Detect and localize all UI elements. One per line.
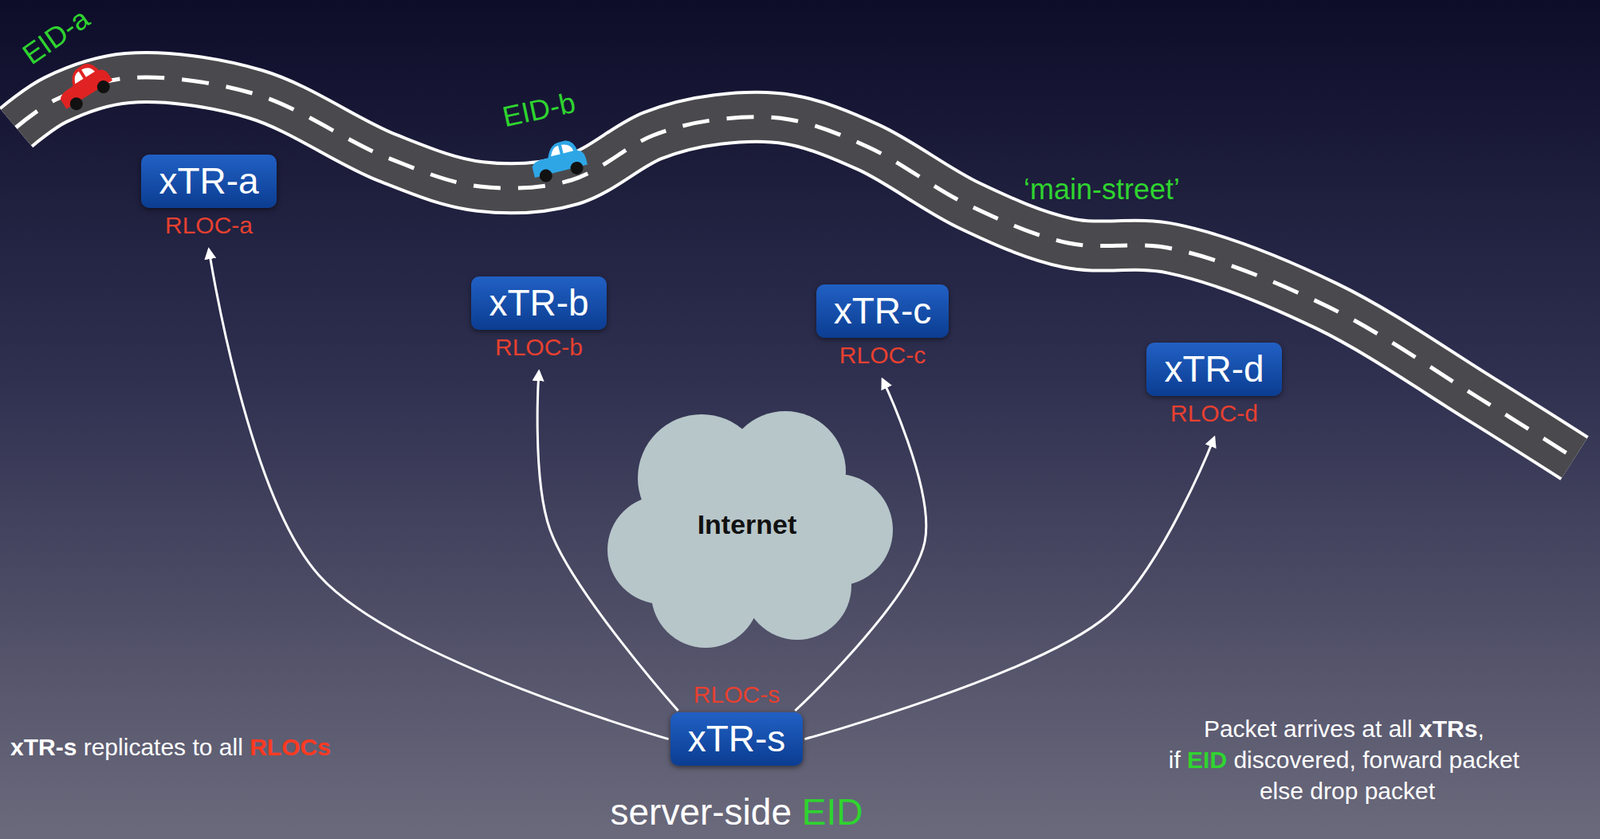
text-run: RLOCs: [249, 734, 331, 761]
car-wheel: [538, 168, 554, 184]
replication-arrow: [208, 249, 669, 740]
text-run: ‘main-street’: [1023, 172, 1180, 206]
cloud-label: Internet: [697, 508, 798, 542]
replication-arrow: [537, 371, 679, 712]
router-box: xTR-a: [141, 154, 276, 209]
red-car: [51, 55, 117, 115]
text-run: replicates to all: [76, 734, 250, 761]
note-text: server-side EID: [610, 790, 864, 835]
xtr-node: xTR-aRLOC-a: [141, 154, 276, 244]
text-run: if: [1168, 746, 1188, 774]
router-box: xTR-c: [816, 284, 950, 339]
rloc-label: RLOC-s: [693, 680, 780, 710]
road-center-line: [15, 77, 1575, 459]
xtr-node: xTR-dRLOC-d: [1146, 342, 1282, 432]
replication-arrow: [794, 379, 926, 712]
rloc-label: RLOC-d: [1170, 399, 1258, 429]
router-box: xTR-s: [670, 712, 804, 767]
car-wheel: [67, 94, 86, 113]
blue-car: [527, 137, 590, 185]
road-border: [15, 77, 1575, 459]
text-run: Internet: [697, 509, 798, 540]
note-text: xTR-s replicates to all RLOCs: [10, 733, 331, 763]
router-box: xTR-b: [471, 276, 606, 331]
car-window: [70, 64, 95, 85]
text-run: xTRs: [1419, 715, 1478, 743]
text-run: xTR-s: [10, 734, 77, 761]
text-run: server-side: [610, 791, 802, 834]
eid-label: EID-b: [499, 85, 579, 134]
rloc-label: RLOC-a: [165, 211, 253, 240]
xtr-node: xTR-sRLOC-s: [670, 677, 804, 767]
car-body: [527, 137, 588, 178]
text-run: ,: [1477, 715, 1491, 743]
text-run: EID: [1187, 746, 1227, 774]
xtr-node: xTR-cRLOC-c: [816, 284, 950, 374]
replication-arrow: [804, 437, 1215, 740]
text-run: EID: [801, 791, 864, 834]
cloud-part: [669, 454, 830, 614]
text-run: Packet arrives at all: [1203, 715, 1420, 743]
internet-cloud: [607, 411, 893, 649]
text-run: discovered, forward packet: [1226, 746, 1526, 774]
text-run: EID-b: [499, 86, 579, 134]
eid-label: ‘main-street’: [1023, 172, 1180, 207]
rloc-label: RLOC-c: [839, 341, 926, 370]
note-text: Packet arrives at all xTRs, if EID disco…: [1168, 713, 1527, 807]
road: [15, 77, 1575, 459]
car-wheel: [94, 78, 113, 96]
xtr-node: xTR-bRLOC-b: [471, 276, 606, 366]
road-surface: [15, 77, 1575, 459]
car-wheel: [569, 160, 585, 176]
car-window: [548, 142, 574, 158]
rloc-label: RLOC-b: [495, 333, 583, 362]
router-box: xTR-d: [1146, 342, 1282, 397]
text-run: else drop packet: [1259, 778, 1435, 805]
